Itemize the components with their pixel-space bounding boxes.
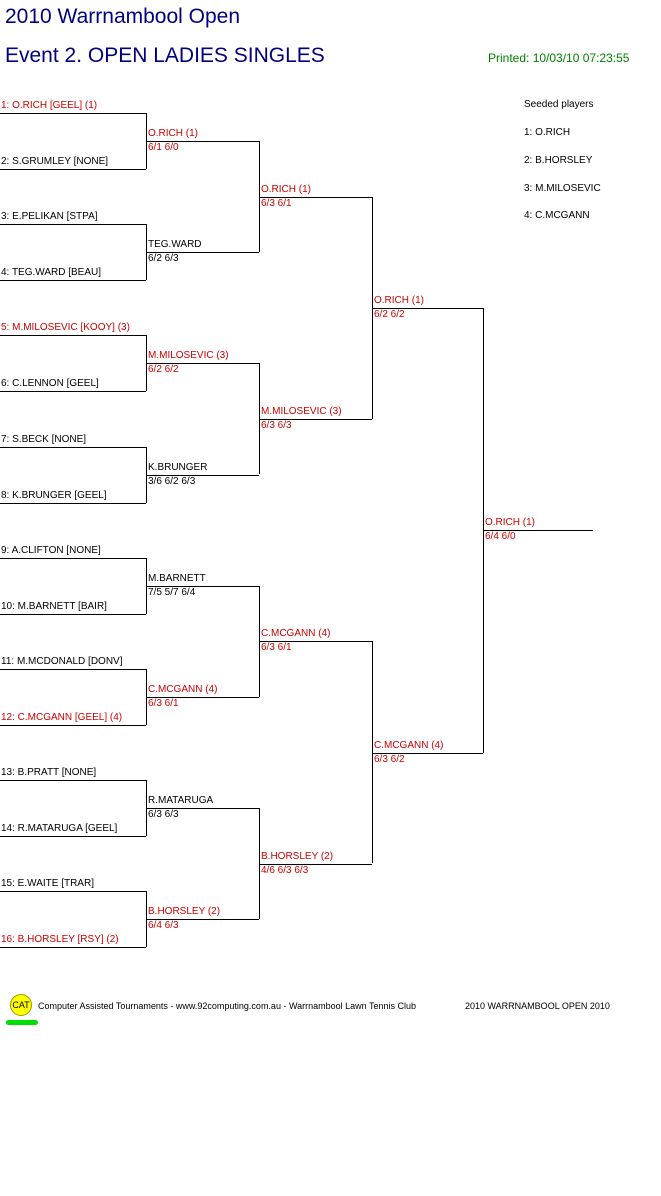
round1-line: [0, 280, 146, 281]
round2-score: 6/1 6/0: [148, 142, 179, 153]
round2-winner-name: B.HORSLEY (2): [148, 906, 221, 917]
round1-line: [0, 780, 146, 781]
round1-entry: 14: R.MATARUGA [GEEL]: [1, 823, 118, 834]
round3-winner-name: C.MCGANN (4): [261, 628, 331, 639]
round2-score: 6/2 6/2: [148, 364, 179, 375]
round1-line: [0, 836, 146, 837]
round2-score: 6/3 6/3: [148, 809, 179, 820]
seeded-player-1: 1: O.RICH: [524, 127, 571, 138]
round4-score: 6/3 6/2: [374, 754, 405, 765]
round1-line: [0, 224, 146, 225]
round2-line: [146, 141, 259, 142]
round1-line: [0, 503, 146, 504]
round2-score: 6/2 6/3: [148, 253, 179, 264]
round3-score: 6/3 6/1: [261, 642, 292, 653]
round1-entry: 11: M.MCDONALD [DONV]: [1, 656, 123, 667]
round3-score: 4/6 6/3 6/3: [261, 865, 309, 876]
round4-winner-name: O.RICH (1): [374, 295, 424, 306]
round3-winner-name: B.HORSLEY (2): [261, 851, 334, 862]
round1-entry: 5: M.MILOSEVIC [KOOY] (3): [1, 322, 130, 333]
round1-line: [0, 614, 146, 615]
round1-entry: 13: B.PRATT [NONE]: [1, 767, 97, 778]
cat-logo: CAT: [10, 994, 32, 1016]
round1-line: [0, 725, 146, 726]
seeded-players-heading: Seeded players: [524, 99, 594, 110]
footer-event-name: 2010 WARRNAMBOOL OPEN 2010: [465, 1001, 610, 1011]
round1-line: [0, 391, 146, 392]
round1-entry: 2: S.GRUMLEY [NONE]: [1, 156, 109, 167]
round2-score: 3/6 6/2 6/3: [148, 476, 196, 487]
round2-winner-name: M.BARNETT: [148, 573, 206, 584]
round1-entry: 6: C.LENNON [GEEL]: [1, 378, 99, 389]
round1-entry: 9: A.CLIFTON [NONE]: [1, 545, 101, 556]
round1-entry: 1: O.RICH [GEEL] (1): [1, 100, 98, 111]
round1-line: [0, 335, 146, 336]
round3-score: 6/3 6/3: [261, 420, 292, 431]
final-line: [483, 530, 593, 531]
cat-logo-underline: [6, 1020, 38, 1025]
round2-winner-name: TEG.WARD: [148, 239, 202, 250]
round3-line: [259, 864, 372, 865]
round2-winner-name: O.RICH (1): [148, 128, 198, 139]
round4-score: 6/2 6/2: [374, 309, 405, 320]
round1-entry: 12: C.MCGANN [GEEL] (4): [1, 712, 123, 723]
round2-winner-name: R.MATARUGA: [148, 795, 214, 806]
round4-line: [372, 753, 483, 754]
round3-connector: [259, 808, 260, 919]
seeded-player-4: 4: C.MCGANN: [524, 210, 590, 221]
footer-credit: Computer Assisted Tournaments - www.92co…: [38, 1001, 417, 1011]
round3-score: 6/3 6/1: [261, 198, 292, 209]
final-score: 6/4 6/0: [485, 531, 516, 542]
round1-entry: 3: E.PELIKAN [STPA]: [1, 211, 98, 222]
round2-line: [146, 697, 259, 698]
round2-line: [146, 252, 259, 253]
round1-entry: 8: K.BRUNGER [GEEL]: [1, 490, 107, 501]
event-title: Event 2. OPEN LADIES SINGLES: [5, 44, 325, 67]
round1-line: [0, 947, 146, 948]
round1-line: [0, 891, 146, 892]
round4-winner-name: C.MCGANN (4): [374, 740, 444, 751]
printed-timestamp: Printed: 10/03/10 07:23:55: [488, 51, 630, 65]
round1-entry: 4: TEG.WARD [BEAU]: [1, 267, 102, 278]
final-winner-name: O.RICH (1): [485, 517, 535, 528]
seeded-player-3: 3: M.MILOSEVIC: [524, 183, 601, 194]
round4-connector: [372, 641, 373, 863]
round2-score: 7/5 5/7 6/4: [148, 587, 196, 598]
round3-winner-name: O.RICH (1): [261, 184, 311, 195]
round3-winner-name: M.MILOSEVIC (3): [261, 406, 342, 417]
round3-line: [259, 419, 372, 420]
round1-line: [0, 558, 146, 559]
seeded-player-2: 2: B.HORSLEY: [524, 155, 593, 166]
round3-line: [259, 197, 372, 198]
round1-entry: 15: E.WAITE [TRAR]: [1, 878, 94, 889]
round3-connector: [259, 141, 260, 252]
round2-line: [146, 475, 259, 476]
round1-entry: 16: B.HORSLEY [RSY] (2): [1, 934, 119, 945]
round2-winner-name: K.BRUNGER: [148, 462, 208, 473]
round1-line: [0, 447, 146, 448]
round3-line: [259, 641, 372, 642]
round2-score: 6/3 6/1: [148, 698, 179, 709]
round1-line: [0, 669, 146, 670]
round2-score: 6/4 6/3: [148, 920, 179, 931]
round2-line: [146, 919, 259, 920]
round4-line: [372, 308, 483, 309]
round1-entry: 10: M.BARNETT [BAIR]: [1, 601, 107, 612]
round2-line: [146, 586, 259, 587]
round2-winner-name: M.MILOSEVIC (3): [148, 350, 229, 361]
round1-entry: 7: S.BECK [NONE]: [1, 434, 87, 445]
round2-line: [146, 808, 259, 809]
round2-line: [146, 363, 259, 364]
tournament-title: 2010 Warrnambool Open: [5, 5, 241, 28]
round3-connector: [259, 363, 260, 474]
round1-line: [0, 169, 146, 170]
round2-winner-name: C.MCGANN (4): [148, 684, 218, 695]
round1-line: [0, 113, 146, 114]
